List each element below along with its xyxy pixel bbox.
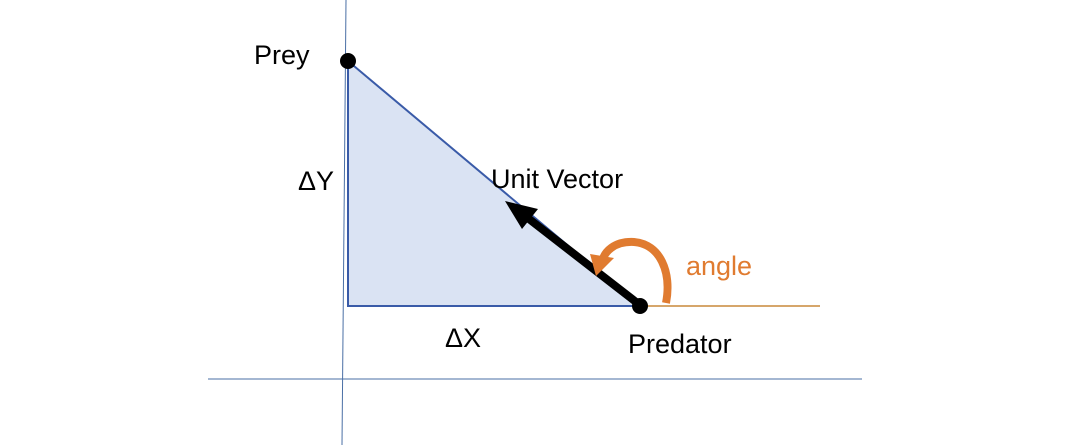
unit-vector-label: Unit Vector xyxy=(491,164,623,194)
delta-x-label: ΔX xyxy=(445,323,481,353)
predator-point xyxy=(632,298,648,314)
predator-label: Predator xyxy=(628,329,732,359)
angle-label: angle xyxy=(686,251,752,281)
delta-y-label: ΔY xyxy=(298,166,334,196)
unit-vector-arrowhead xyxy=(505,201,538,229)
angle-arc-arrowhead xyxy=(590,254,614,276)
prey-point xyxy=(340,53,356,69)
unit-vector-arrow xyxy=(517,208,639,306)
angle-arc-arrow xyxy=(598,237,672,304)
vertical-axis xyxy=(341,0,347,445)
prey-label: Prey xyxy=(254,40,310,70)
